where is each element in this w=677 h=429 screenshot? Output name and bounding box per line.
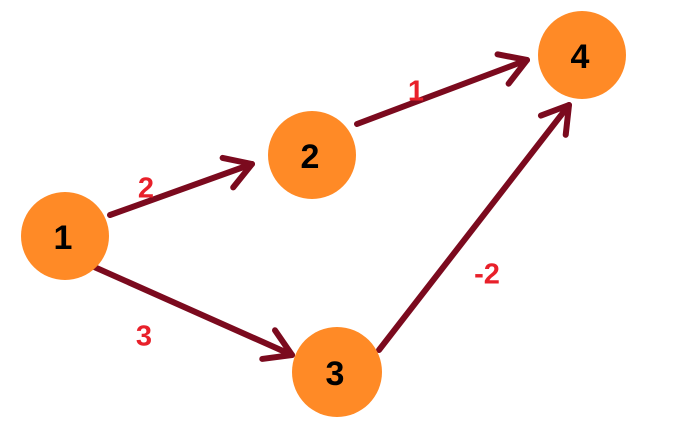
node-label: 1: [54, 219, 73, 257]
edge-2-4: [354, 51, 530, 127]
node-1: 1: [21, 192, 109, 280]
edge-line: [107, 161, 255, 218]
node-circle: [21, 192, 109, 280]
node-label: 2: [301, 138, 320, 176]
edge-weight-1-3: 3: [136, 321, 152, 353]
edge-weight-1-2: 2: [138, 173, 154, 205]
node-4: 4: [538, 11, 626, 99]
edge-3-4: [376, 102, 572, 353]
edge-1-3: [89, 263, 295, 362]
node-2: 2: [268, 111, 356, 199]
node-label: 3: [326, 355, 345, 393]
node-label: 4: [571, 38, 590, 76]
nodes-layer: 1 2 3 4: [21, 11, 626, 417]
edge-line: [354, 57, 530, 127]
node-circle: [538, 11, 626, 99]
node-circle: [268, 111, 356, 199]
weights-layer: 2 3 1 -2: [136, 76, 500, 353]
node-3: 3: [292, 327, 382, 417]
edges-layer: [89, 51, 572, 362]
edge-weight-3-4: -2: [474, 259, 500, 291]
edge-line: [89, 263, 295, 358]
arrowhead-icon: [219, 154, 255, 191]
edge-1-2: [107, 154, 255, 218]
edge-line: [376, 102, 572, 353]
arrowhead-icon: [537, 102, 572, 138]
node-circle: [292, 327, 382, 417]
edge-weight-2-4: 1: [408, 76, 424, 108]
arrowhead-icon: [259, 327, 295, 362]
arrowhead-icon: [494, 51, 530, 87]
